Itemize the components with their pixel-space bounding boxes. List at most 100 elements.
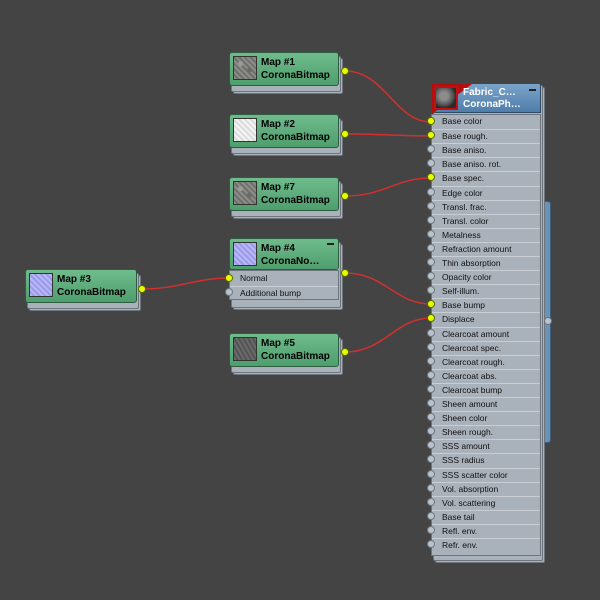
- slot-label: Base spec.: [442, 173, 485, 184]
- slot-label: Base bump: [442, 300, 485, 311]
- material-slot[interactable]: Edge color: [432, 185, 540, 200]
- slot-input-port[interactable]: [427, 117, 435, 125]
- node-header[interactable]: Map #2 CoronaBitmap: [229, 114, 339, 148]
- material-slot[interactable]: Clearcoat amount: [432, 326, 540, 341]
- material-slot[interactable]: Transl. color: [432, 213, 540, 228]
- material-type: CoronaPh…: [463, 99, 521, 110]
- output-port[interactable]: [138, 285, 146, 293]
- node-type: CoronaBitmap: [261, 132, 330, 143]
- slot-input-port[interactable]: [427, 229, 435, 238]
- node-header[interactable]: Map #4 CoronaNo…: [229, 238, 339, 270]
- material-slot[interactable]: SSS scatter color: [432, 467, 540, 482]
- material-slot[interactable]: Refl. env.: [432, 523, 540, 538]
- material-slot[interactable]: Base rough.: [432, 129, 540, 143]
- additional-bump-input-port[interactable]: [225, 288, 233, 296]
- slot-input-port[interactable]: [427, 441, 435, 450]
- output-port[interactable]: [341, 269, 349, 277]
- slot-input-port[interactable]: [427, 525, 435, 534]
- slot-input-port[interactable]: [427, 201, 435, 210]
- material-slot[interactable]: Base tail: [432, 509, 540, 524]
- slot-input-port[interactable]: [427, 370, 435, 379]
- slot-input-port[interactable]: [427, 328, 435, 337]
- material-slot[interactable]: Opacity color: [432, 270, 540, 284]
- normal-input-port[interactable]: [225, 274, 233, 282]
- material-slot[interactable]: Refr. env.: [432, 538, 540, 552]
- texture-thumbnail: [233, 337, 257, 361]
- slot-label: Clearcoat rough.: [442, 356, 505, 367]
- material-slot[interactable]: Sheen rough.: [432, 425, 540, 439]
- slot-input-port[interactable]: [427, 243, 435, 252]
- slot-input-port[interactable]: [427, 187, 435, 196]
- node-map2[interactable]: Map #2 CoronaBitmap: [229, 114, 349, 156]
- material-slot[interactable]: Base aniso.: [432, 143, 540, 157]
- slot-input-port[interactable]: [427, 286, 435, 295]
- node-header[interactable]: Map #1 CoronaBitmap: [229, 52, 339, 86]
- slot-normal[interactable]: Normal: [230, 272, 338, 286]
- material-slot[interactable]: Displace: [432, 312, 540, 326]
- node-header[interactable]: Map #3 CoronaBitmap: [25, 269, 137, 303]
- slot-input-port[interactable]: [427, 455, 435, 464]
- node-title: Map #7: [261, 182, 295, 193]
- material-slot[interactable]: Base color: [432, 115, 540, 129]
- material-slot[interactable]: Thin absorption: [432, 256, 540, 270]
- slot-input-port[interactable]: [427, 314, 435, 323]
- node-type: CoronaNo…: [261, 256, 320, 267]
- slot-input-port[interactable]: [427, 497, 435, 506]
- slot-input-port[interactable]: [427, 173, 435, 182]
- slot-input-port[interactable]: [427, 145, 435, 154]
- slot-additional-bump[interactable]: Additional bump: [230, 286, 338, 300]
- node-header[interactable]: Map #7 CoronaBitmap: [229, 177, 339, 211]
- node-map3[interactable]: Map #3 CoronaBitmap: [25, 269, 147, 311]
- material-slot[interactable]: Base aniso. rot.: [432, 157, 540, 171]
- slot-input-port[interactable]: [427, 342, 435, 351]
- material-slot[interactable]: Metalness: [432, 227, 540, 242]
- slot-input-port[interactable]: [427, 131, 435, 140]
- slot-input-port[interactable]: [427, 356, 435, 365]
- slot-input-port[interactable]: [427, 272, 435, 281]
- material-slot[interactable]: Transl. frac.: [432, 199, 540, 214]
- slot-input-port[interactable]: [427, 413, 435, 422]
- slot-input-port[interactable]: [427, 300, 435, 309]
- collapse-icon[interactable]: [529, 89, 536, 91]
- slot-label: Refl. env.: [442, 525, 478, 536]
- node-map1[interactable]: Map #1 CoronaBitmap: [229, 52, 349, 94]
- material-slot[interactable]: Self-illum.: [432, 284, 540, 298]
- material-header[interactable]: Fabric_C… CoronaPh…: [431, 83, 541, 114]
- slot-label: SSS radius: [442, 455, 485, 466]
- slot-input-port[interactable]: [427, 215, 435, 224]
- material-slot[interactable]: SSS amount: [432, 439, 540, 453]
- slot-label: Transl. frac.: [442, 201, 487, 212]
- output-port[interactable]: [341, 67, 349, 75]
- material-slot[interactable]: Vol. absorption: [432, 481, 540, 496]
- output-port[interactable]: [341, 348, 349, 356]
- node-map4[interactable]: Map #4 CoronaNo… Normal Additional bump: [225, 238, 349, 310]
- material-slot[interactable]: Base spec.: [432, 171, 540, 185]
- material-slot[interactable]: Sheen color: [432, 411, 540, 425]
- output-port[interactable]: [341, 130, 349, 138]
- node-map5[interactable]: Map #5 CoronaBitmap: [229, 333, 349, 375]
- node-header[interactable]: Map #5 CoronaBitmap: [229, 333, 339, 367]
- node-map7[interactable]: Map #7 CoronaBitmap: [229, 177, 349, 219]
- material-slot[interactable]: Clearcoat spec.: [432, 340, 540, 355]
- slot-input-port[interactable]: [427, 384, 435, 393]
- slot-input-port[interactable]: [427, 159, 435, 168]
- slot-input-port[interactable]: [427, 511, 435, 520]
- material-slot[interactable]: SSS radius: [432, 453, 540, 467]
- material-slot[interactable]: Refraction amount: [432, 241, 540, 256]
- material-slot[interactable]: Clearcoat bump: [432, 382, 540, 397]
- slot-input-port[interactable]: [427, 469, 435, 478]
- material-slot[interactable]: Clearcoat rough.: [432, 354, 540, 369]
- material-slot[interactable]: Vol. scattering: [432, 495, 540, 510]
- slot-input-port[interactable]: [427, 540, 435, 548]
- output-port[interactable]: [341, 192, 349, 200]
- material-output-port[interactable]: [544, 317, 552, 325]
- slot-input-port[interactable]: [427, 399, 435, 407]
- slot-input-port[interactable]: [427, 427, 435, 436]
- material-slot[interactable]: Base bump: [432, 298, 540, 312]
- collapse-icon[interactable]: [327, 243, 334, 245]
- slot-input-port[interactable]: [427, 258, 435, 266]
- slot-input-port[interactable]: [427, 483, 435, 492]
- material-slot[interactable]: Sheen amount: [432, 397, 540, 411]
- material-slot[interactable]: Clearcoat abs.: [432, 368, 540, 383]
